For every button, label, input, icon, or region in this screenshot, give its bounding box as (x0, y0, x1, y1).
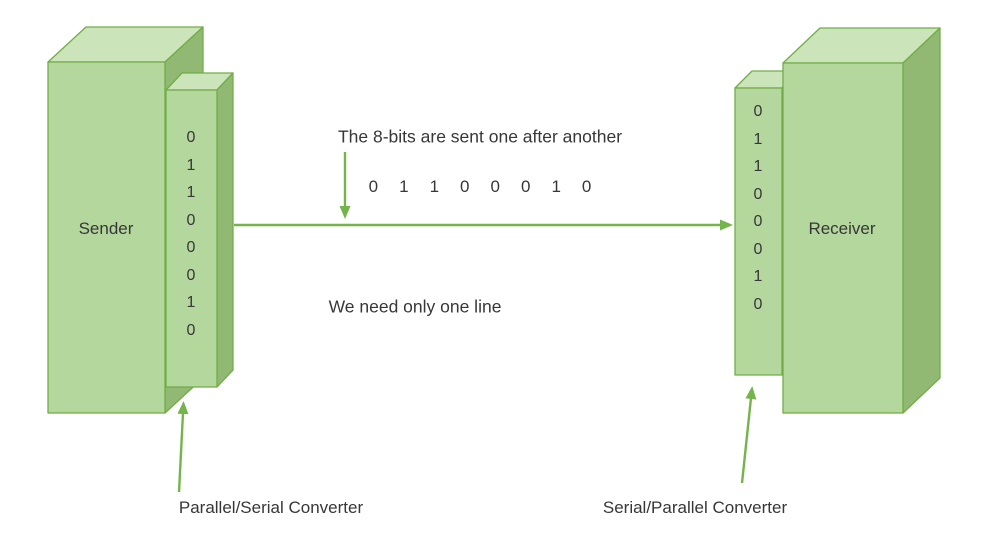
receiver-label: Receiver (808, 218, 876, 238)
serial-bit: 1 (399, 177, 409, 196)
bit: 1 (186, 184, 196, 201)
bit: 0 (753, 103, 763, 120)
bit: 0 (753, 213, 763, 230)
sender-label: Sender (78, 218, 134, 238)
bit: 0 (186, 239, 196, 256)
caption-bits-sent: The 8-bits are sent one after another (337, 126, 623, 147)
right-converter-label: Serial/Parallel Converter (602, 497, 788, 517)
left-converter-bits: 0 1 1 0 0 0 1 0 (187, 124, 196, 344)
left-converter-pointer-arrow (177, 401, 189, 493)
bit: 0 (186, 129, 196, 146)
bit: 0 (753, 295, 763, 313)
serial-bit: 1 (429, 177, 440, 196)
right-converter-pointer-arrow (740, 386, 757, 484)
caption-one-line: We need only one line (328, 296, 502, 317)
receiver-box-front-face (782, 62, 904, 414)
left-converter-side-face (216, 72, 234, 388)
serial-bit: 0 (520, 177, 531, 196)
sender-box-front-face (47, 61, 166, 414)
bit: 0 (186, 321, 196, 339)
serial-bit: 0 (490, 177, 500, 196)
serial-bit: 0 (581, 177, 592, 196)
left-converter-front-face (165, 89, 218, 388)
bit: 1 (186, 156, 196, 174)
right-converter-front-face (734, 87, 783, 376)
serial-bit: 0 (460, 177, 470, 196)
left-converter-label: Parallel/Serial Converter (178, 497, 364, 517)
bit: 1 (753, 268, 763, 285)
bit: 0 (753, 240, 763, 258)
receiver-box-side-face (902, 27, 941, 414)
bit: 0 (186, 211, 196, 229)
serial-bit: 1 (551, 177, 561, 196)
serial-bit-stream: 0 1 1 0 0 0 1 0 (369, 177, 592, 197)
bit: 1 (753, 130, 763, 148)
bit: 1 (186, 294, 196, 311)
bit: 1 (753, 158, 763, 175)
bit: 0 (753, 185, 763, 203)
serial-bit: 0 (368, 177, 379, 196)
right-converter-bits: 0 1 1 0 0 0 1 0 (754, 98, 763, 318)
bit: 0 (186, 266, 196, 284)
